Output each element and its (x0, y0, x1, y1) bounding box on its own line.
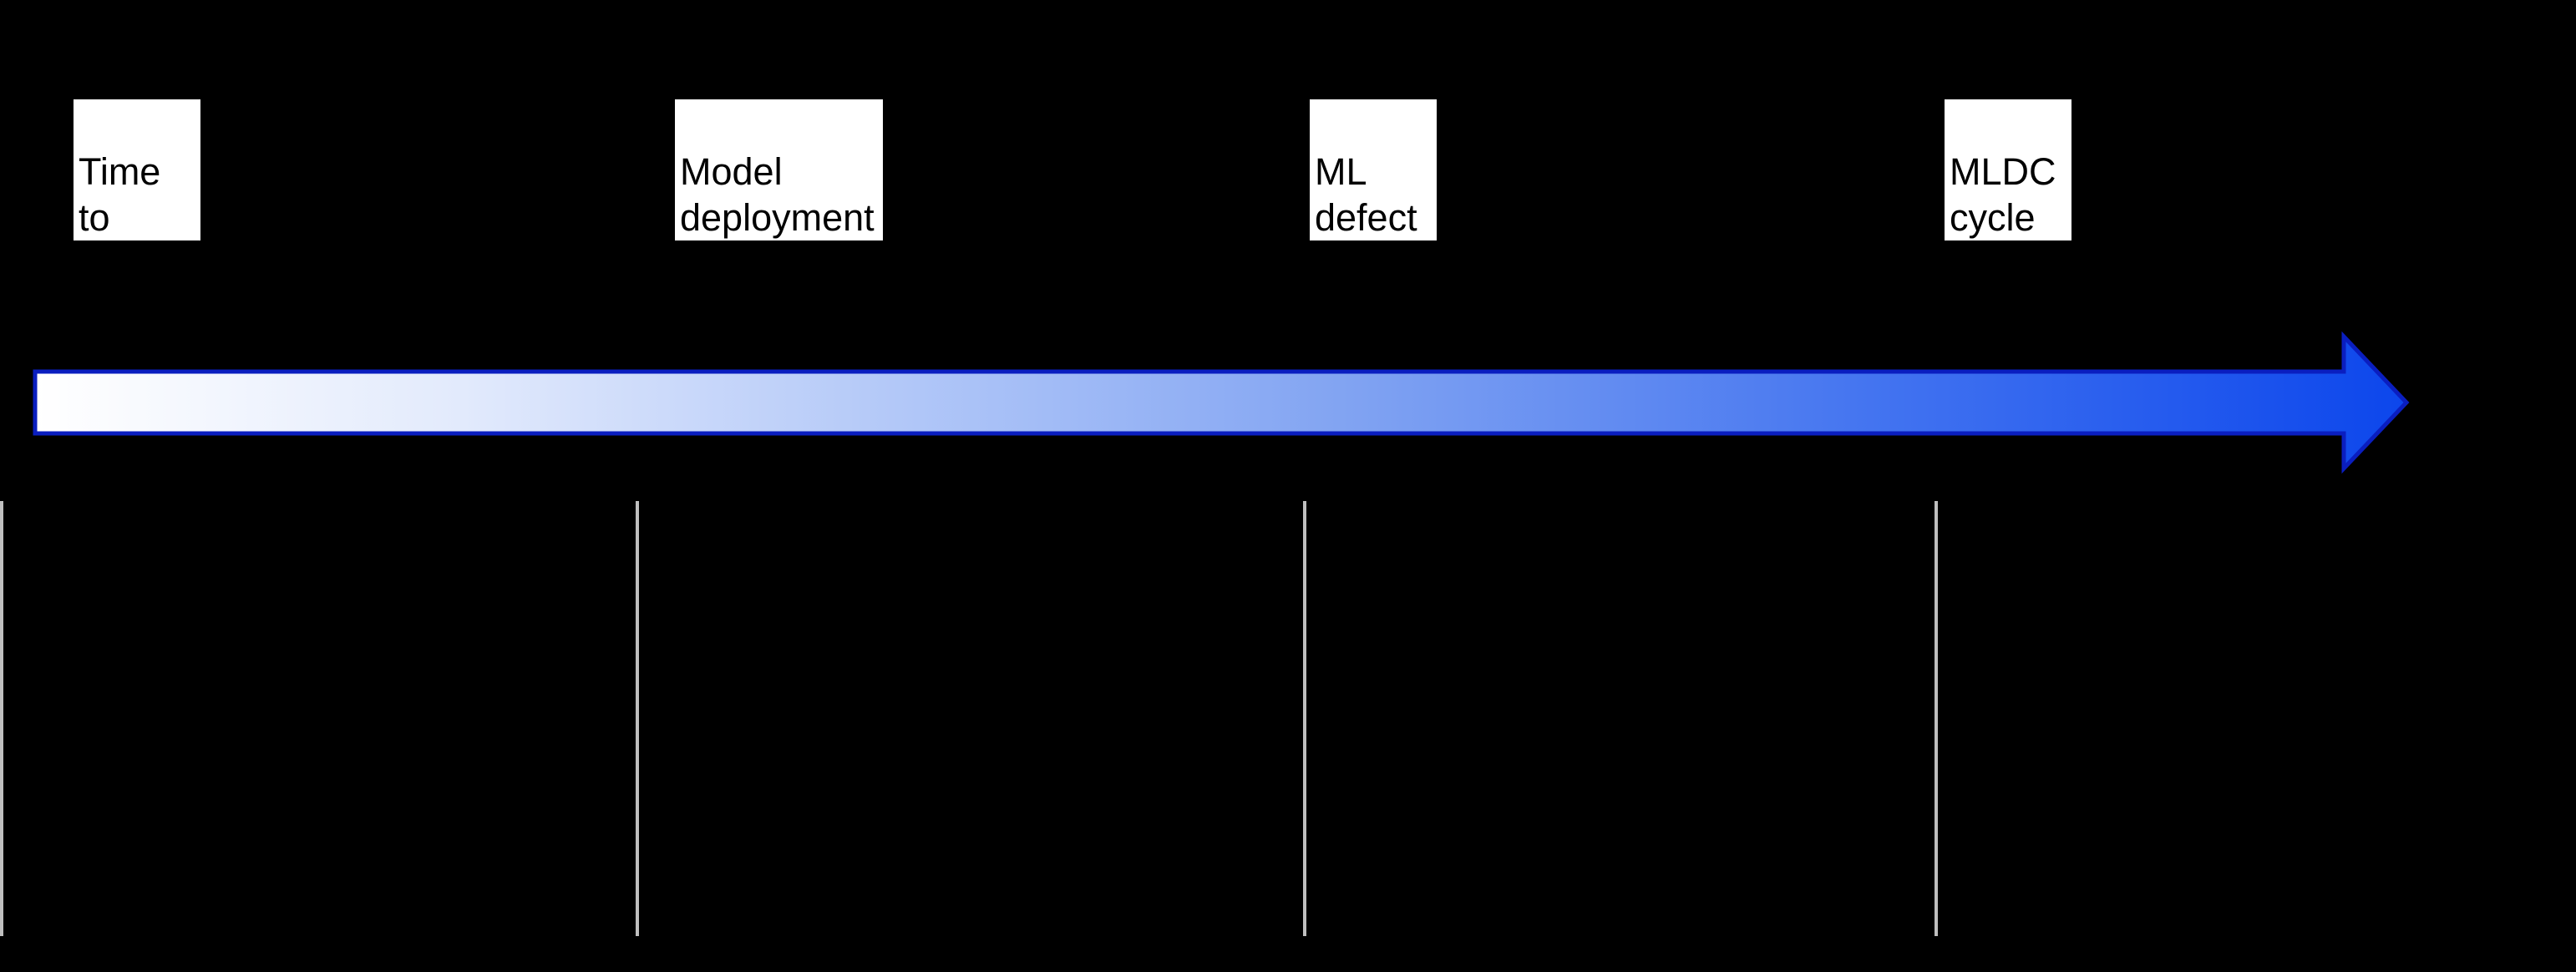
metric-label-model-deployment-time: Model deployment time (675, 99, 883, 285)
metric-label-time-to-poc: Time to POC (74, 99, 200, 285)
metric-label-ml-defect-rate: ML defect rate (1310, 99, 1437, 285)
metric-label-text: MLDC cycle time (1950, 150, 2056, 285)
metric-label-mldc-cycle-time: MLDC cycle time (1945, 99, 2071, 285)
stage-divider-line (636, 501, 639, 936)
metric-label-text: ML defect rate (1315, 150, 1417, 285)
stage-divider-line (1935, 501, 1938, 936)
metric-label-text: Time to POC (79, 150, 161, 285)
stage-divider-line (1303, 501, 1306, 936)
stage-divider-line (0, 501, 3, 936)
metric-label-text: Model deployment time (680, 150, 875, 285)
right-arrow-icon (33, 331, 2410, 474)
